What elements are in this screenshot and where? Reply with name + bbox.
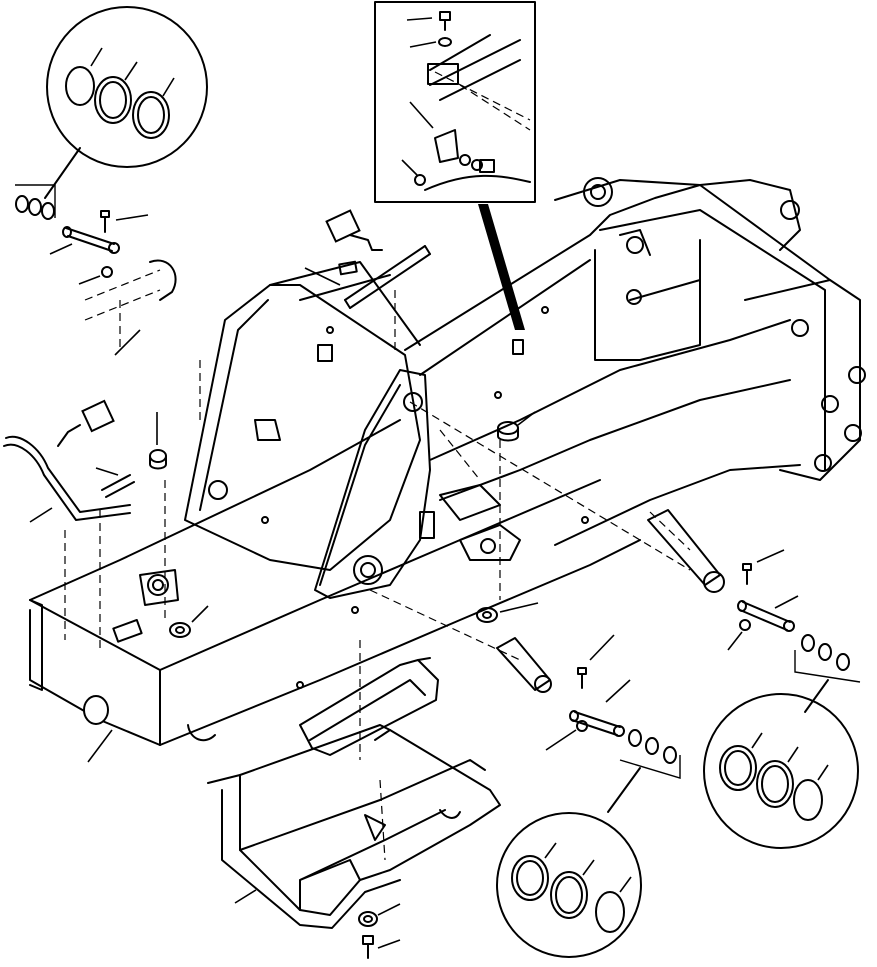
thrust-washer	[132, 91, 170, 139]
ring-group-right	[794, 634, 861, 683]
rod-top	[304, 245, 431, 309]
pivot-pin-left	[49, 226, 120, 255]
magnifier-circle-bottom-center	[496, 812, 642, 958]
washer-lower-center	[476, 602, 539, 623]
bent-rod	[3, 435, 131, 523]
lock-nut-center	[545, 720, 588, 751]
rod-left	[95, 467, 135, 498]
grease-fitting-top	[325, 209, 383, 251]
detail-inset-bracket	[374, 1, 536, 203]
grease-fitting-left	[57, 399, 115, 447]
belly-pan	[207, 724, 501, 929]
main-loader-frame	[29, 177, 866, 763]
inset-pointer	[478, 204, 525, 330]
bolt-right	[742, 549, 785, 585]
guard-bracket	[299, 657, 439, 756]
bolt-center	[577, 634, 615, 689]
lock-nut-right	[727, 619, 751, 651]
thrust-washer	[94, 76, 132, 124]
lock-nut-bottom	[358, 903, 401, 927]
pivot-pin-center	[569, 679, 631, 737]
hydraulic-cylinder-end-right	[647, 509, 725, 593]
snap-ring	[65, 66, 95, 106]
pivot-pin-right	[737, 595, 799, 632]
bushing-left	[149, 412, 167, 470]
ring-group-center	[619, 729, 681, 779]
magnifier-circle-top-left	[46, 6, 208, 168]
bolt-top-left	[100, 210, 149, 233]
lock-nut-top-left	[78, 266, 113, 285]
bushing-right	[497, 411, 536, 442]
bolt-bottom	[362, 935, 401, 959]
magnifier-circle-bottom-right	[703, 693, 859, 849]
ring-group-left	[15, 184, 56, 220]
washer-lower-left	[169, 605, 209, 638]
hydraulic-cylinder-end-center	[496, 637, 552, 693]
